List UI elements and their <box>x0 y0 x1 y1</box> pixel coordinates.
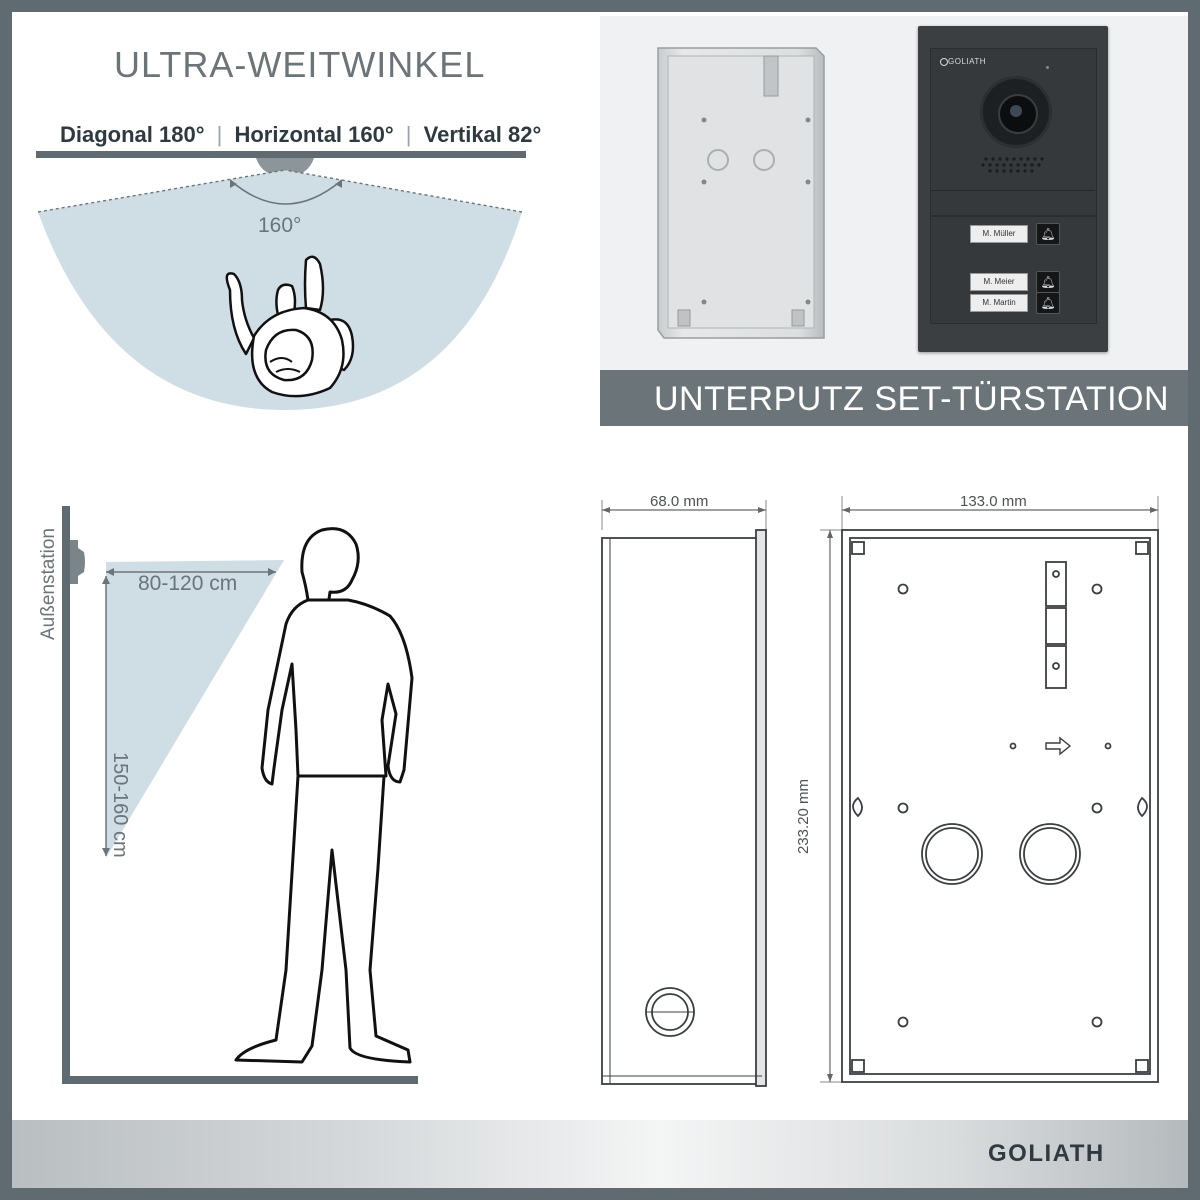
view-cone <box>106 560 284 858</box>
wall <box>62 506 70 1084</box>
fov-title: ULTRA-WEITWINKEL <box>114 44 486 85</box>
bell-icon: 🔔︎ <box>1040 296 1056 310</box>
depth-dimension: 68.0 mm <box>650 493 708 510</box>
height-dimension: 233.20 mm <box>795 779 812 854</box>
bell-icon: 🔔︎ <box>1040 227 1056 241</box>
side-view-box <box>601 529 767 1087</box>
dimension-drawings: 68.0 mm 133.0 mm 233.20 mm <box>601 493 1159 1087</box>
bell-icon: 🔔︎ <box>1040 275 1056 289</box>
vertical-angle: Vertikal 82° <box>423 122 542 147</box>
wall-bar <box>36 151 526 158</box>
flush-mount-box-photo <box>657 47 825 339</box>
diagonal-angle: Diagonal 180° <box>60 122 205 147</box>
product-banner <box>600 370 1188 426</box>
name-tag-1: M. Müller <box>970 225 1028 243</box>
width-dimension: 133.0 mm <box>960 493 1027 510</box>
name-tag-3: M. Martin <box>970 294 1028 312</box>
outdoor-station <box>70 540 85 584</box>
distance-label: 80-120 cm <box>138 572 237 595</box>
speaker-grille <box>981 157 1044 173</box>
person-side-view <box>234 527 414 1064</box>
person-top-view <box>225 255 355 398</box>
bell-button-2[interactable]: 🔔︎ <box>1036 271 1060 293</box>
fov-diagram: 160° <box>36 151 526 410</box>
footer-brand-logo: GOLIATH <box>988 1140 1105 1167</box>
footer-bar <box>12 1120 1188 1188</box>
wall-station-label: Außenstation <box>38 528 59 640</box>
horizontal-angle: Horizontal 160° <box>234 122 394 147</box>
name-tag-2: M. Meier <box>970 273 1028 291</box>
door-station-photo: GOLIATH M. Müller 🔔︎ M. Meier 🔔︎ M. Mart… <box>918 26 1108 352</box>
fov-angles-row: Diagonal 180° | Horizontal 160° | Vertik… <box>60 122 541 148</box>
floor <box>62 1076 418 1084</box>
front-view-box <box>841 529 1159 1083</box>
station-brand-logo: GOLIATH <box>948 57 987 66</box>
fov-degree-label: 160° <box>258 214 301 237</box>
angle-separator-2: | <box>405 122 412 147</box>
fov-arc <box>229 179 343 205</box>
installation-diagram: Außenstation 80-120 cm 150-160 cm <box>38 506 418 1084</box>
camera-lens <box>980 76 1052 148</box>
angle-separator: | <box>216 122 223 147</box>
bell-button-3[interactable]: 🔔︎ <box>1036 292 1060 314</box>
height-label: 150-160 cm <box>109 752 131 858</box>
product-banner-title: UNTERPUTZ SET-TÜRSTATION <box>654 380 1170 418</box>
bell-button-1[interactable]: 🔔︎ <box>1036 223 1060 245</box>
